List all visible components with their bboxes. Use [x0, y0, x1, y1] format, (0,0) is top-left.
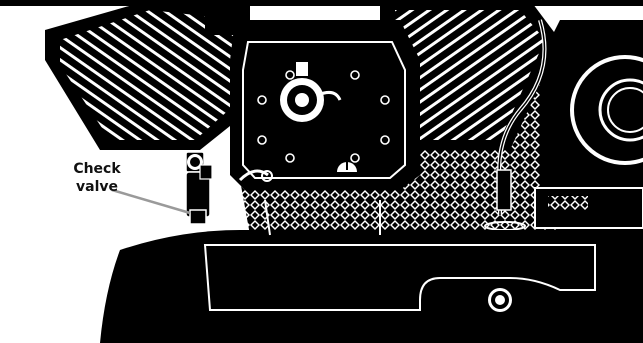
- pressure-gauge: [488, 288, 512, 312]
- motor: [535, 20, 643, 230]
- cylinder-bank-left: [45, 0, 250, 150]
- check-valve-label-line1: Check: [62, 160, 132, 178]
- check-valve-label: Check valve: [62, 160, 132, 196]
- check-valve-label-line2: valve: [62, 178, 132, 196]
- top-frame: [0, 0, 643, 6]
- compressor-head: [230, 20, 420, 190]
